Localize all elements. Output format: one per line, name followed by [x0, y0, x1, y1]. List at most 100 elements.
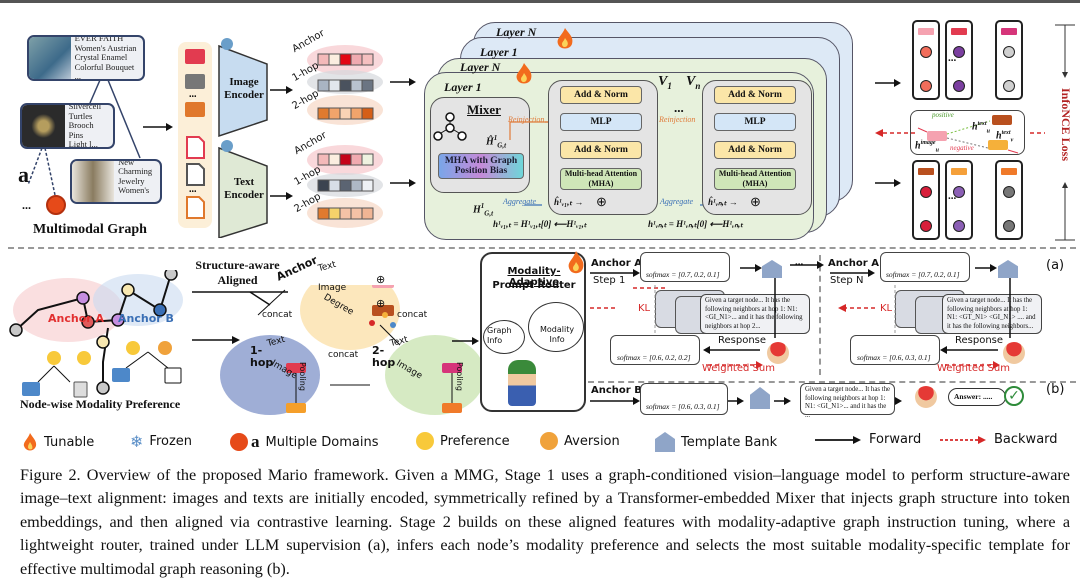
embedding-column: [912, 20, 940, 100]
layer-1-label: Layer 1: [444, 80, 482, 94]
text-label: Text: [317, 259, 338, 275]
mario-llm-icon: [1003, 342, 1025, 364]
legend-forward: Forward: [815, 432, 921, 447]
figure-caption: Figure 2. Overview of the proposed Mario…: [20, 466, 1070, 578]
anchor-b-label: Anchor B: [591, 385, 642, 396]
embedding-bar: [918, 168, 934, 175]
smile-hearts-icon: [47, 351, 61, 365]
positive-label: positive: [932, 111, 954, 119]
embedding-dot: [1003, 186, 1015, 198]
embedding-dot: [920, 80, 932, 92]
arrow-to-router: [452, 337, 479, 345]
image-icon: [185, 74, 205, 89]
step-n-label: Step N: [830, 275, 864, 286]
softmax-value: softmax = [0.6, 0.3, 0.1]: [646, 402, 720, 411]
text-1hop-tokens: [317, 179, 374, 192]
structure-aligned-title: Structure-aware Aligned: [195, 258, 280, 287]
arrows-to-embeddings: [875, 79, 901, 187]
text-encoder-label: Text Encoder: [224, 176, 264, 201]
layer-n-label: Layer N: [460, 60, 501, 74]
step-1-label: Step 1: [593, 275, 626, 286]
hop1-label: 1- hop: [250, 344, 274, 369]
anchor-b-node: [153, 303, 167, 317]
product-image: [29, 37, 71, 79]
snowflake-icon: [221, 38, 233, 50]
flame-icon: [23, 433, 37, 451]
text-anchor-tokens: [317, 153, 374, 166]
pooling-label: Pooling: [298, 362, 307, 391]
oplus-icon: ⊕: [376, 274, 386, 286]
product-card-1: EVER FAITH Women's Austrian Crystal Enam…: [27, 35, 145, 81]
no-text-icon: [164, 367, 182, 384]
h-image-u: himageu: [915, 140, 939, 154]
step-separator: [819, 255, 821, 375]
concat-label: concat: [328, 350, 359, 360]
add-norm-block: Add & Norm: [714, 86, 796, 104]
pooling-label: Pooling: [455, 362, 464, 391]
legend: Tunable ❄ Frozen a Multiple Domains Pref…: [0, 430, 1080, 454]
template-step1: Given a target node... It has the follow…: [700, 294, 810, 334]
oplus-icon: ⊕: [596, 194, 607, 209]
h-hat-vn: ĥ¹ᵥₙ,ₜ →: [708, 197, 738, 207]
response-label: Response: [955, 335, 1004, 346]
bank-icon: [762, 260, 782, 278]
forward-arrow-icon: [815, 435, 861, 444]
mixer-title: Mixer: [467, 102, 501, 117]
router-title: Modality-Adaptive: [507, 266, 561, 288]
graph-info-label: Graph Info: [487, 326, 512, 345]
negative-label: negative: [950, 144, 974, 152]
h-text-v: htextv: [996, 130, 1014, 144]
embedding-column: [945, 160, 973, 240]
contrastive-diagram: [917, 115, 1019, 154]
softmax-value: softmax = [0.7, 0.2, 0.1]: [886, 270, 960, 279]
eq-vn: h¹ᵥₙ,ₜ = H¹ᵥₙ,ₜ[0] ⟵H¹ᵥₙ,ₜ: [648, 219, 743, 229]
embedding-bar: [951, 28, 967, 35]
image-icon: [185, 102, 205, 117]
product-card-3: New Charming Jewelry Women's ...: [70, 159, 162, 204]
top-border: [0, 0, 1080, 3]
infonce-loss-label: InfoNCE Loss: [1059, 88, 1073, 162]
svg-text:...: ...: [189, 184, 197, 195]
image-icon: [185, 49, 205, 64]
layer-1-label: Layer 1: [480, 45, 518, 59]
hop2-label: 2- hop: [372, 344, 396, 369]
bank-icon: [998, 260, 1018, 278]
legend-backward: Backward: [940, 432, 1058, 447]
ranking-box-step1-bottom: [610, 335, 700, 365]
luigi-icon: [508, 360, 536, 406]
embedding-dot: [953, 46, 965, 58]
mha-block: Multi-head Attention (MHA): [560, 168, 642, 190]
vn-label: Vn: [686, 74, 701, 91]
h-hat-g: Ĥ1G,t: [486, 134, 507, 150]
ranking-box-stepn-bottom: [850, 335, 940, 365]
router-title-2: Prompt Router: [492, 280, 576, 291]
mha-block: Multi-head Attention (MHA): [714, 168, 796, 190]
backward-arrow-icon: [940, 435, 986, 444]
reinjection-label: Reinjection: [659, 115, 696, 124]
softmax-value: softmax = [0.7, 0.2, 0.1]: [646, 270, 720, 279]
softmax-value: softmax = [0.6, 0.3, 0.1]: [857, 353, 931, 362]
mario-llm-icon: [767, 342, 789, 364]
bank-icon: [655, 432, 675, 452]
snowflake-icon: ❄: [130, 432, 144, 451]
reddit-icon: [230, 433, 248, 451]
flame-icon: [568, 251, 584, 274]
softmax-value: softmax = [0.6, 0.2, 0.2]: [617, 353, 691, 362]
ellipsis: ...: [674, 100, 684, 115]
ellipsis: ...: [795, 256, 804, 268]
reinjection-label: Reinjection: [508, 115, 545, 124]
bank-icon: [750, 387, 770, 409]
arrows-to-mixer: [390, 78, 416, 187]
ellipsis: ...: [22, 198, 31, 212]
anchor-a-node: [81, 315, 95, 329]
document-icon: [186, 196, 205, 219]
embedding-dot: [920, 46, 932, 58]
embedding-column: [912, 160, 940, 240]
product-card-2: Silvercell Turtles Brooch Pins Light l..…: [20, 103, 115, 149]
image-encoder-label: Image Encoder: [224, 76, 264, 101]
text-2hop-tokens: [317, 207, 374, 220]
ellipsis: ...: [948, 190, 957, 202]
ellipsis: ...: [948, 52, 957, 64]
aggregate-label: Aggregate: [503, 197, 537, 206]
document-icon: [186, 163, 205, 186]
